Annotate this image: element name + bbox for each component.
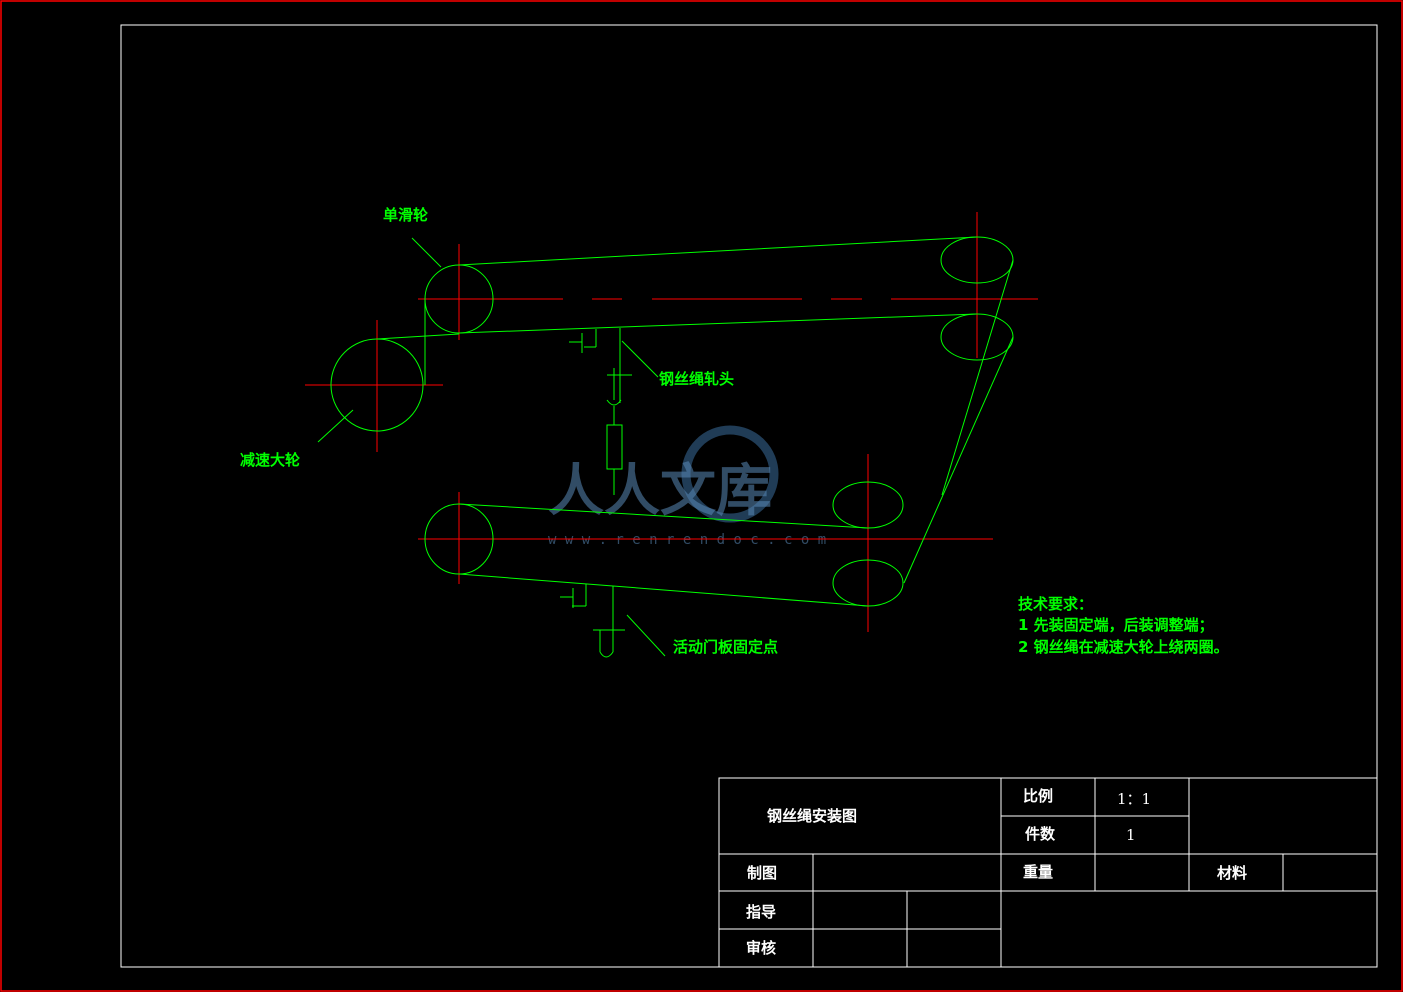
scale-value: 1：1 <box>1117 790 1151 808</box>
count-label: 件数 <box>1025 825 1056 843</box>
weight-label: 重量 <box>1023 863 1053 881</box>
leader-door-fix-point <box>626 614 666 657</box>
rope-geometry <box>317 236 1014 658</box>
tech-requirements-item-1: 1 先装固定端，后装调整端； <box>1018 616 1214 634</box>
drawn-label: 制图 <box>747 864 777 882</box>
scale-label: 比例 <box>1023 787 1053 805</box>
centerlines <box>305 212 1038 632</box>
watermark-text: 人人文库 <box>548 459 772 524</box>
watermark-logo-icon <box>681 425 779 523</box>
tech-requirements-title: 技术要求： <box>1018 595 1093 613</box>
leader-rope-clamp <box>621 340 659 378</box>
title-block <box>718 777 1378 968</box>
label-reducer-wheel: 减速大轮 <box>240 451 300 469</box>
tech-requirements-item-2: 2 钢丝绳在减速大轮上绕两圈。 <box>1018 638 1229 656</box>
leader-reducer-wheel <box>317 409 354 443</box>
review-label: 审核 <box>746 939 776 957</box>
label-door-fix-point: 活动门板固定点 <box>673 638 778 656</box>
watermark: 人人文库 w w w . r e n r e n d o c . c o m <box>548 425 826 548</box>
material-label: 材料 <box>1217 864 1247 882</box>
drawing-name: 钢丝绳安装图 <box>767 807 857 825</box>
label-single-pulley: 单滑轮 <box>383 206 428 224</box>
leader-single-pulley <box>411 237 442 268</box>
watermark-url: w w w . r e n r e n d o c . c o m <box>548 532 826 548</box>
guide-label: 指导 <box>746 903 776 921</box>
label-rope-clamp: 钢丝绳轧头 <box>659 370 734 388</box>
count-value: 1 <box>1126 826 1136 844</box>
tech-requirements: 技术要求： 1 先装固定端，后装调整端； 2 钢丝绳在减速大轮上绕两圈。 <box>1018 595 1229 656</box>
